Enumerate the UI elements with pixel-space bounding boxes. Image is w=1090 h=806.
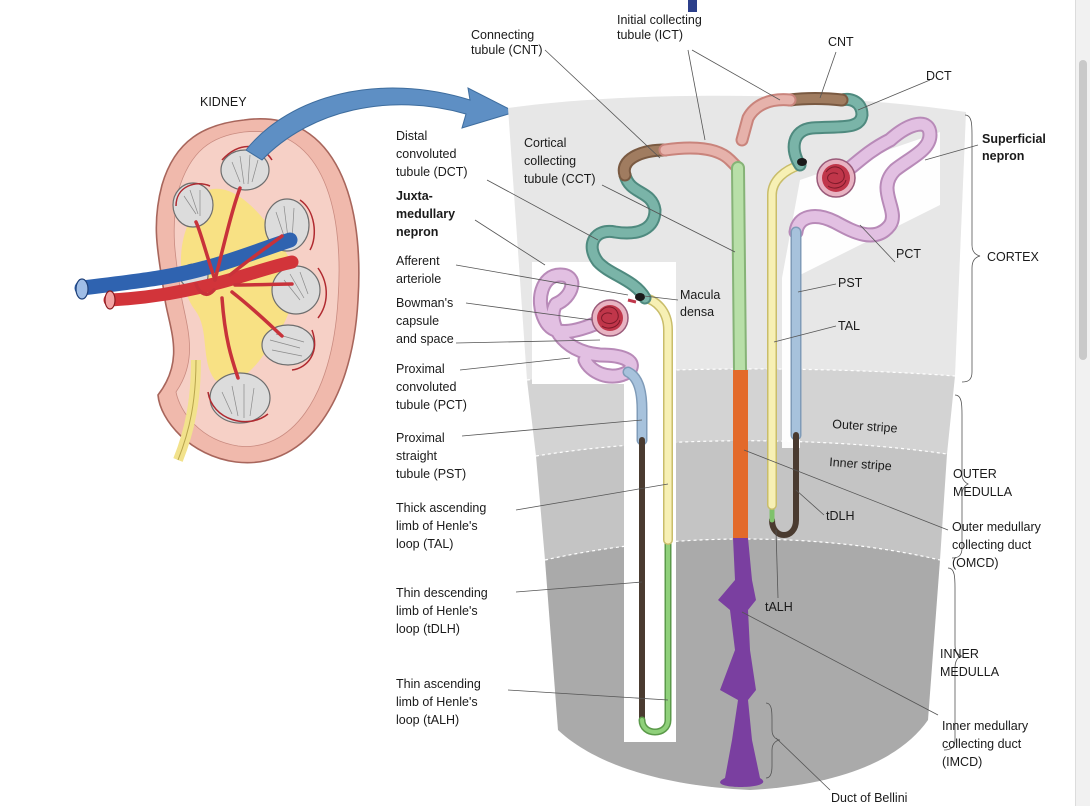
vertical-scrollbar[interactable]: [1075, 0, 1090, 806]
sf-tdlh: [769, 432, 799, 538]
renal-artery: [103, 255, 299, 307]
label-dct-left: Distal convoluted tubule (DCT): [396, 129, 468, 179]
label-cnt-left: Connecting tubule (CNT): [471, 28, 543, 57]
header-fragment: [688, 0, 697, 12]
label-ict: Initial collecting tubule (ICT): [617, 13, 705, 42]
label-pst-right: PST: [838, 276, 863, 290]
label-pct-right: PCT: [896, 247, 921, 261]
imcd-segment: [718, 538, 760, 778]
label-bellini: Duct of Bellini: [831, 791, 907, 805]
label-tal-right: TAL: [838, 319, 860, 333]
label-cnt-right: CNT: [828, 35, 854, 49]
label-superficial: Superficial nepron: [982, 132, 1049, 163]
label-tdlh-left: Thin descending limb of Henle's loop (tD…: [396, 586, 491, 636]
label-cct: Cortical collecting tubule (CCT): [524, 136, 596, 186]
sf-macula-densa: [797, 158, 807, 166]
label-talh-left: Thin ascending limb of Henle's loop (tAL…: [396, 677, 484, 727]
scrollbar-thumb[interactable]: [1079, 60, 1087, 360]
labels: KIDNEY Connecting tubule (CNT) Initial c…: [200, 13, 1049, 805]
label-pct-left: Proximal convoluted tubule (PCT): [396, 362, 467, 412]
collecting-duct: [718, 161, 764, 787]
juxtamedullary-nephron: [532, 141, 745, 736]
label-outer-medulla: OUTER MEDULLA: [953, 467, 1013, 499]
kidney-illustration: [74, 118, 360, 464]
label-talh-right: tALH: [765, 600, 793, 614]
jm-macula-densa: [635, 293, 645, 301]
label-inner-stripe: Inner stripe: [829, 455, 892, 473]
label-inner-medulla: INNER MEDULLA: [940, 647, 1000, 679]
pyramid-striations: [183, 154, 309, 418]
label-juxta: Juxta- medullary nepron: [396, 189, 459, 239]
label-kidney: KIDNEY: [200, 95, 247, 109]
label-dct-right: DCT: [926, 69, 952, 83]
label-bowman: Bowman's capsule and space: [396, 296, 457, 346]
omcd-segment: [733, 370, 748, 538]
label-macula: Macula densa: [680, 288, 724, 319]
arcuate-arteries: [175, 145, 327, 423]
label-outer-stripe: Outer stripe: [832, 417, 898, 436]
label-afferent: Afferent arteriole: [396, 254, 443, 286]
label-cortex: CORTEX: [987, 250, 1040, 264]
leader-lines: [455, 49, 981, 791]
label-tdlh-right: tDLH: [826, 509, 854, 523]
label-tal-left: Thick ascending limb of Henle's loop (TA…: [396, 501, 490, 551]
label-omcd: Outer medullary collecting duct (OMCD): [952, 520, 1044, 570]
interlobar-arteries: [194, 186, 294, 380]
label-pst-left: Proximal straight tubule (PST): [396, 431, 466, 481]
superficial-nephron: [735, 92, 938, 538]
label-imcd: Inner medullary collecting duct (IMCD): [942, 719, 1032, 769]
